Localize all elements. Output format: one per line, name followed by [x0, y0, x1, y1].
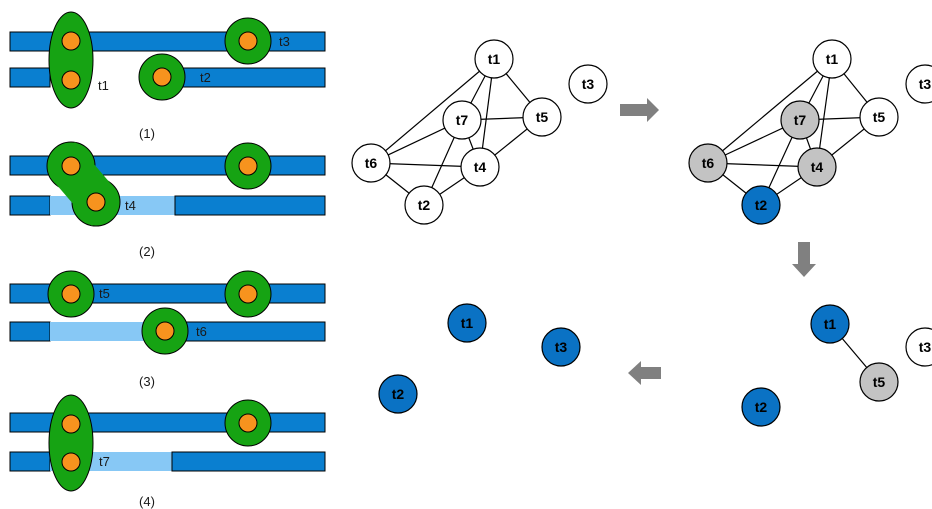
- track-bar: [9, 67, 51, 88]
- graph-node-label: t5: [536, 109, 549, 125]
- graph-node-label: t1: [461, 315, 474, 331]
- orange-dot: [238, 284, 258, 304]
- graph-node-label: t2: [755, 197, 768, 213]
- track-bar: [9, 451, 51, 472]
- graph-node-label: t6: [365, 155, 378, 171]
- panel-2: t4 (2): [9, 141, 326, 259]
- panel-1: t3 t1 t2 (1): [9, 11, 326, 141]
- graph-node-t1: t1: [810, 304, 850, 344]
- panel-caption: (4): [139, 494, 155, 509]
- graph-node-t3: t3: [905, 64, 932, 104]
- graph-edge: [370, 58, 495, 164]
- graph-node-t5: t5: [522, 97, 562, 137]
- arrow-left-icon: [628, 361, 661, 385]
- arrow-right-icon: [620, 98, 659, 122]
- label-t2: t2: [200, 70, 211, 85]
- graph-node-t3: t3: [905, 327, 932, 367]
- arrow-down-icon: [792, 242, 816, 277]
- graph-node-t2: t2: [404, 185, 444, 225]
- panel-3: t5 t6 (3): [9, 270, 326, 389]
- graph-node-t5: t5: [859, 362, 899, 402]
- graph-node-t6: t6: [688, 143, 728, 183]
- graph-step-1: t1 t2 t3 t4 t5 t6 t7: [688, 39, 932, 225]
- panel-4: t7 (4): [9, 394, 326, 509]
- panel-caption: (2): [139, 244, 155, 259]
- graph-node-label: t5: [873, 374, 886, 390]
- graph-node-label: t3: [555, 339, 568, 355]
- graph-node-t1: t1: [447, 303, 487, 343]
- graph-node-label: t1: [824, 316, 837, 332]
- graph-node-t1: t1: [474, 39, 514, 79]
- panel-caption: (3): [139, 374, 155, 389]
- orange-dot: [238, 156, 258, 176]
- graph-node-label: t3: [919, 76, 932, 92]
- track-bar: [9, 195, 51, 216]
- orange-dot: [61, 284, 81, 304]
- track-bar: [171, 451, 326, 472]
- graph-edge: [707, 58, 833, 164]
- green-blob: [48, 394, 94, 492]
- graph-node-t4: t4: [460, 147, 500, 187]
- graph-node-t3: t3: [541, 327, 581, 367]
- graph-node-label: t2: [755, 399, 768, 415]
- label-t3: t3: [279, 34, 290, 49]
- graph-node-t5: t5: [859, 97, 899, 137]
- graph-node-t7: t7: [442, 100, 482, 140]
- graph-node-label: t7: [456, 112, 469, 128]
- label-t1: t1: [98, 78, 109, 93]
- graph-node-label: t3: [582, 76, 595, 92]
- graph-node-t4: t4: [797, 147, 837, 187]
- label-t7: t7: [99, 454, 110, 469]
- graph-node-label: t2: [392, 386, 405, 402]
- graph-node-t2: t2: [741, 185, 781, 225]
- orange-dot: [61, 31, 81, 51]
- graph-node-label: t6: [702, 155, 715, 171]
- orange-dot: [238, 413, 258, 433]
- graph-node-t6: t6: [351, 143, 391, 183]
- orange-dot: [61, 452, 81, 472]
- graph-node-label: t4: [474, 159, 487, 175]
- track-bar: [9, 321, 51, 342]
- track-bar: [174, 195, 326, 216]
- orange-dot: [61, 156, 81, 176]
- graph-node-label: t2: [418, 197, 431, 213]
- graph-node-label: t7: [794, 112, 807, 128]
- track-gap: [50, 322, 150, 341]
- graph-node-t2: t2: [378, 374, 418, 414]
- graph-node-label: t4: [811, 159, 824, 175]
- green-blob: [48, 11, 94, 109]
- graph-node-label: t1: [488, 51, 501, 67]
- track-bar: [164, 67, 326, 88]
- graph-node-t7: t7: [780, 100, 820, 140]
- graph-node-label: t5: [873, 109, 886, 125]
- label-t5: t5: [99, 286, 110, 301]
- label-t6: t6: [196, 324, 207, 339]
- graph-initial: t1 t2 t3 t4 t5 t6 t7: [351, 39, 608, 225]
- orange-dot: [238, 31, 258, 51]
- orange-dot: [61, 414, 81, 434]
- graph-node-t3: t3: [568, 64, 608, 104]
- graph-node-label: t3: [919, 339, 932, 355]
- graph-final: t1 t2 t3: [378, 303, 581, 414]
- orange-dot: [152, 67, 172, 87]
- orange-dot: [86, 192, 106, 212]
- graph-node-t1: t1: [812, 39, 852, 79]
- label-t4: t4: [125, 198, 136, 213]
- graph-node-t2: t2: [741, 387, 781, 427]
- graph-step-2: t1 t2 t3 t5: [741, 304, 932, 427]
- orange-dot: [155, 321, 175, 341]
- panel-caption: (1): [139, 126, 155, 141]
- orange-dot: [61, 70, 81, 90]
- graph-node-label: t1: [826, 51, 839, 67]
